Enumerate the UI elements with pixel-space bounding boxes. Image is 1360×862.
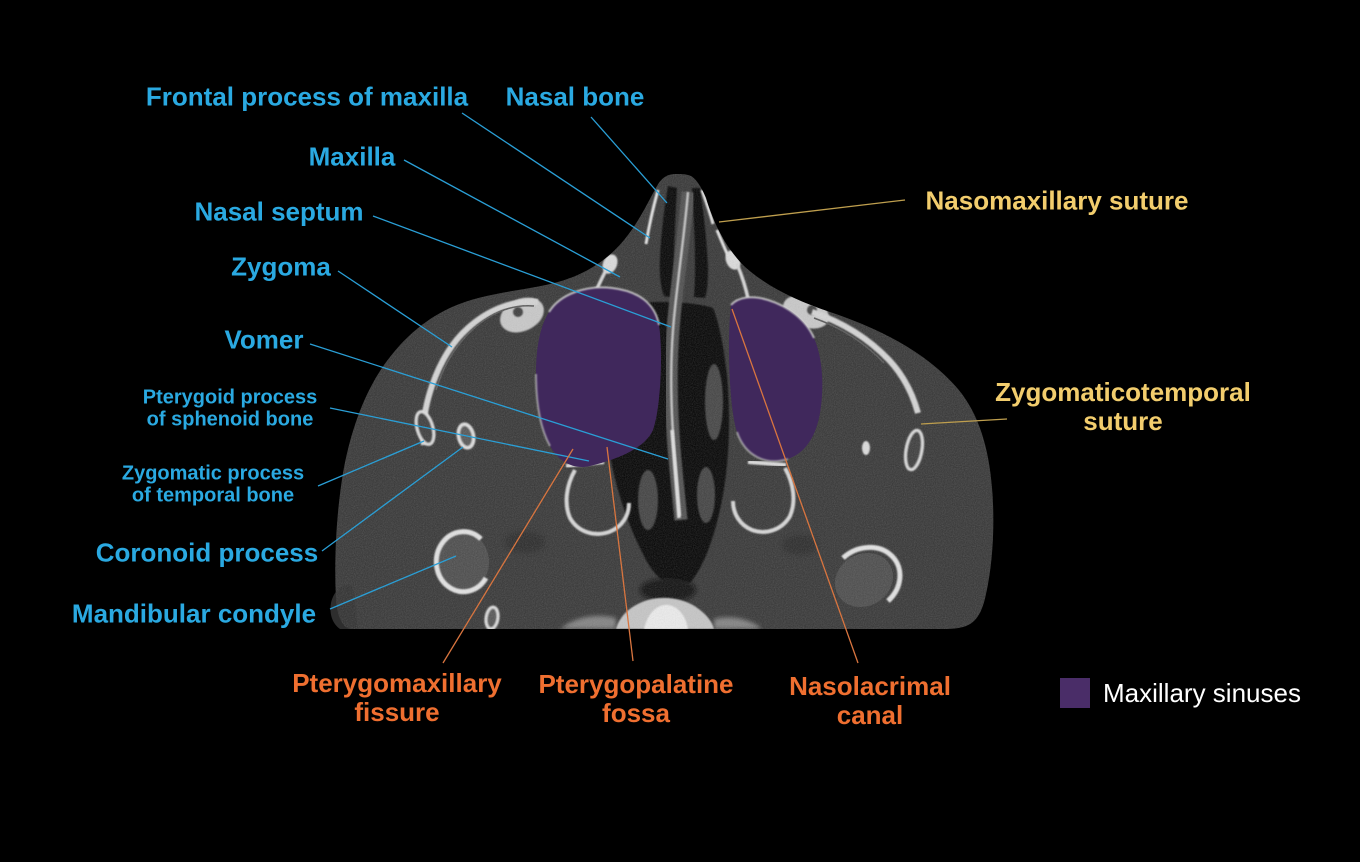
leader-line-vomer <box>309 343 669 460</box>
leader-line-nasal-septum <box>372 215 672 328</box>
leader-line-pterygoid-process-of-sphenoid-bone <box>329 407 590 462</box>
leader-line-nasolacrimal-canal <box>731 308 859 664</box>
leader-line-pterygopalatine-fossa <box>606 446 634 662</box>
maxillary-sinus-right <box>729 297 823 462</box>
leader-line-nasal-bone <box>590 116 668 204</box>
leader-line-zygomatic-process-of-temporal-bone <box>317 440 425 487</box>
maxillary-sinus-overlays <box>535 286 823 468</box>
legend: Maxillary sinuses <box>1060 677 1301 709</box>
leader-line-mandibular-condyle <box>329 555 457 610</box>
leader-line-pterygomaxillary-fissure <box>442 448 574 664</box>
leader-line-zygomaticotemporal-suture <box>920 418 1008 425</box>
leader-line-zygoma <box>337 270 453 348</box>
leader-line-frontal-process-of-maxilla <box>461 112 651 239</box>
leader-line-nasomaxillary-suture <box>718 199 906 223</box>
maxillary-sinus-left <box>536 287 661 468</box>
leader-line-maxilla <box>403 159 621 278</box>
leader-line-coronoid-process <box>321 446 464 552</box>
legend-label: Maxillary sinuses <box>1103 677 1301 708</box>
legend-swatch-maxillary-sinuses <box>1060 678 1090 708</box>
